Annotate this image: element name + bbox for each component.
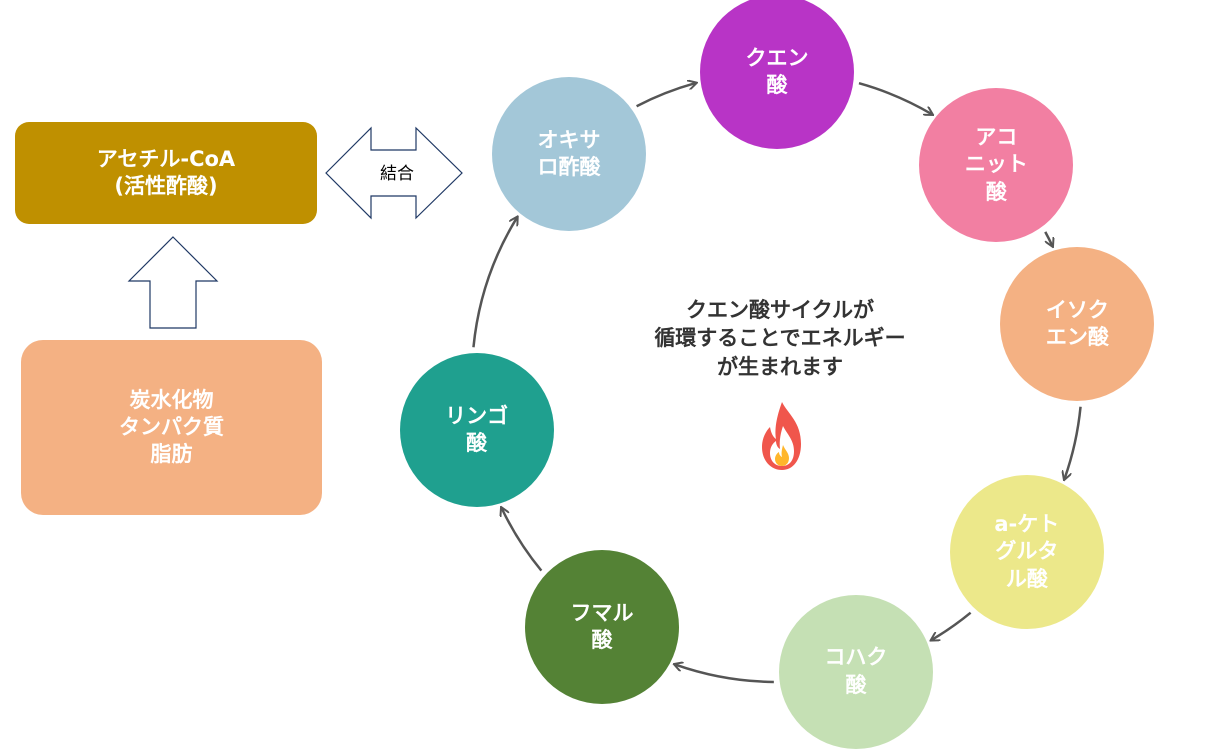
cycle-node-label: クエン (745, 45, 809, 70)
cycle-arrow (1065, 406, 1082, 479)
acetyl-coa-box: アセチル-CoA (活性酢酸) (15, 122, 317, 224)
nutrient-carbohydrate: 炭水化物 (129, 387, 214, 412)
cycle-node: オキサロ酢酸 (491, 76, 646, 231)
cycle-arrow (1044, 231, 1052, 245)
cycle-node: コハク酸 (778, 594, 933, 749)
cycle-node-label: オキサ (537, 127, 601, 152)
acetyl-coa-label: アセチル-CoA (96, 146, 236, 171)
bind-label: 結合 (380, 164, 414, 184)
fire-icon (762, 402, 801, 470)
cycle-node-label: ル酸 (1005, 566, 1048, 591)
cycle-node: クエン酸 (700, 0, 854, 149)
cycle-node-label: 酸 (591, 627, 613, 652)
acetyl-coa-sub-label: (活性酢酸) (114, 174, 218, 198)
cycle-arrow (676, 665, 774, 684)
cycle-node-label: ロ酢酸 (537, 154, 601, 179)
nutrient-fat: 脂肪 (150, 442, 193, 467)
cycle-node-label: 酸 (985, 179, 1007, 204)
center-caption: クエン酸サイクルが 循環することでエネルギー が生まれます (590, 296, 970, 381)
cycle-node-label: フマル (570, 600, 634, 625)
cycle-node-label: イソク (1045, 297, 1109, 322)
cycle-arrow (932, 611, 972, 640)
cycle-node-label: 酸 (766, 73, 788, 97)
cycle-node-label: 酸 (845, 672, 867, 697)
cycle-node-label: 酸 (466, 430, 488, 455)
cycle-node-label: リンゴ (445, 403, 509, 428)
up-arrow-icon (127, 236, 219, 329)
cycle-node-label: アコ (975, 125, 1018, 150)
cycle-node-label: グルタ (995, 539, 1059, 564)
cycle-node: a-ケトグルタル酸 (949, 474, 1104, 629)
cycle-node: イソクエン酸 (1000, 247, 1155, 402)
cycle-node: フマル酸 (525, 549, 680, 704)
cycle-node-label: エン酸 (1045, 325, 1109, 350)
cycle-node-label: a-ケト (994, 511, 1060, 536)
cycle-arrow (636, 83, 695, 108)
cycle-node: リンゴ酸 (399, 352, 554, 507)
cycle-arrow (472, 218, 516, 348)
cycle-arrow (502, 509, 543, 572)
center-caption-line: 循環することでエネルギー (654, 326, 906, 351)
cycle-node-label: ニット (964, 152, 1028, 177)
citric-acid-cycle-diagram: アセチル-CoA (活性酢酸) 炭水化物 タンパク質 脂肪 結合 クエン酸アコニ… (15, 0, 1155, 749)
center-caption-line: クエン酸サイクルが (686, 298, 874, 322)
cycle-node: アコニット酸 (919, 88, 1074, 243)
center-caption-line: が生まれます (717, 354, 843, 379)
double-arrow-icon (325, 126, 463, 220)
nutrient-protein: タンパク質 (119, 414, 224, 439)
cycle-ring (127, 0, 1082, 684)
nutrient-box: 炭水化物 タンパク質 脂肪 (21, 340, 322, 515)
cycle-node-label: コハク (824, 645, 888, 670)
cycle-arrow (858, 82, 931, 114)
